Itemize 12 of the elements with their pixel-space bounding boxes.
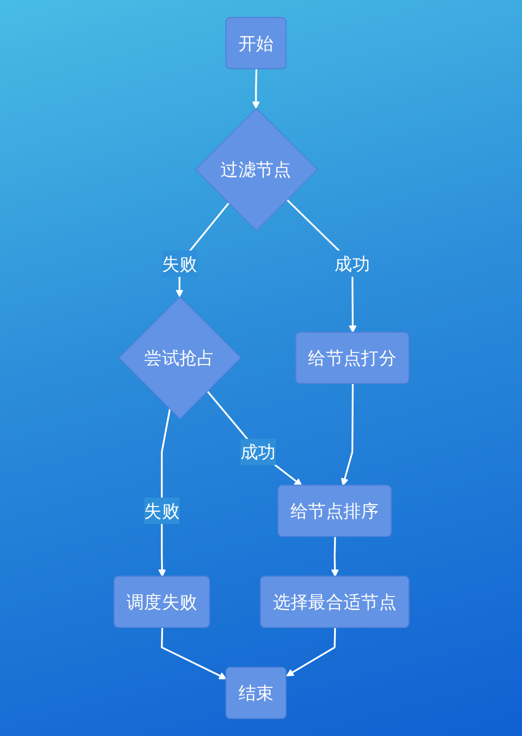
arrow bbox=[206, 390, 302, 486]
node-diamond: 过滤节点 bbox=[194, 108, 318, 232]
arrow bbox=[340, 384, 354, 486]
arrow bbox=[286, 628, 336, 676]
arrow bbox=[330, 536, 338, 577]
edge-label: 失败 bbox=[161, 253, 197, 274]
arrow bbox=[160, 628, 226, 680]
node-diamond: 尝试抢占 bbox=[118, 296, 242, 420]
edge-label: 成功 bbox=[240, 441, 276, 463]
arrow bbox=[252, 69, 260, 109]
edge-label: 成功 bbox=[334, 253, 370, 274]
edge-label: 失败 bbox=[144, 500, 179, 522]
